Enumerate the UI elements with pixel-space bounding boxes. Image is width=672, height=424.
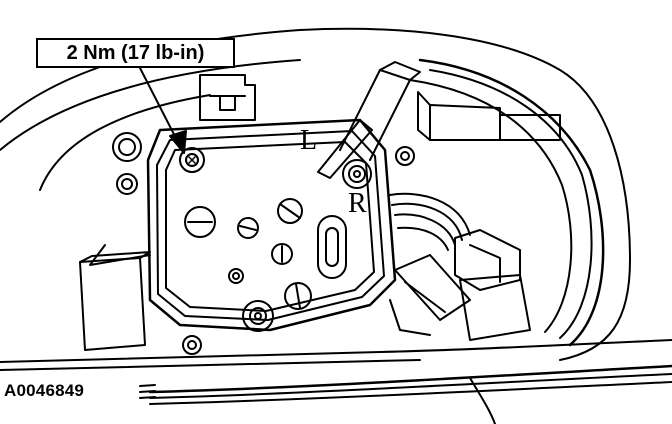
figure-id: A0046849 xyxy=(4,381,85,400)
housing-screw-top-left xyxy=(179,147,205,173)
left-mount-bosses xyxy=(89,132,151,266)
top-connector xyxy=(199,74,256,121)
body-panel-outline xyxy=(0,27,672,424)
housing-screw-bottom xyxy=(242,300,274,332)
torque-leader-arrow xyxy=(139,67,187,154)
switch-lever xyxy=(317,61,561,179)
label-right-position: R xyxy=(348,188,367,219)
torque-callout: 2 Nm (17 lb-in) xyxy=(36,38,235,68)
flange-holes xyxy=(182,146,415,355)
lower-left-bracket xyxy=(79,251,151,351)
wire-harness xyxy=(389,192,531,341)
label-left-position: L xyxy=(300,125,318,156)
slotted-screws xyxy=(184,198,312,310)
torque-spec-text: 2 Nm (17 lb-in) xyxy=(66,41,205,64)
housing-screw-top-right xyxy=(342,159,372,189)
figure-id-rule xyxy=(139,384,156,399)
oval-slot xyxy=(317,215,347,279)
